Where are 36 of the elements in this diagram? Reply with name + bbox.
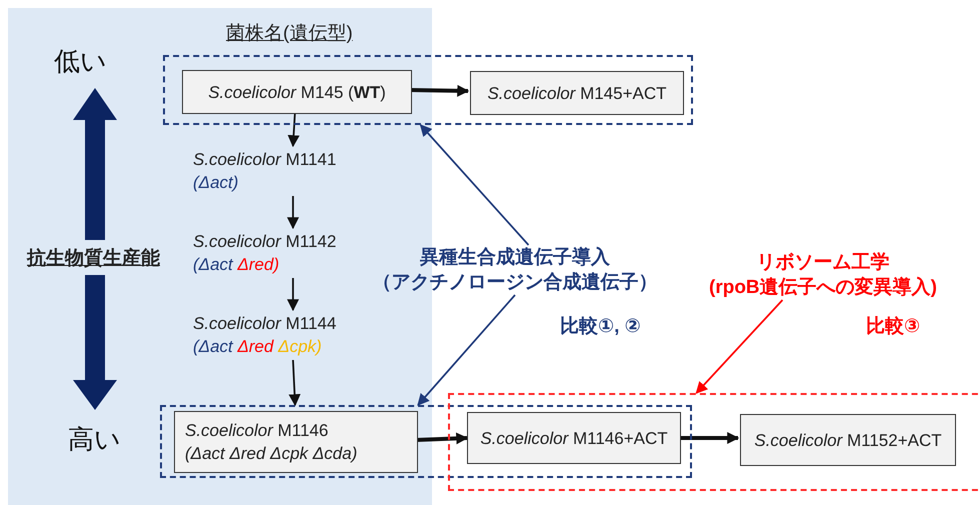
heading-label: 抗生物質生産能 — [27, 246, 160, 271]
strain-name: S.coelicolor M145+ACT — [486, 82, 668, 104]
strain-name: S.coelicolor M1146+ACT — [479, 428, 669, 450]
arrow — [696, 299, 784, 394]
arrow — [287, 278, 299, 312]
level-label: 高い — [68, 423, 121, 456]
level-label: 低い — [54, 45, 107, 78]
comparison-label: 比較③ — [866, 315, 920, 339]
strain-name: S.coelicolor M1141 — [193, 149, 338, 171]
arrow — [417, 294, 516, 406]
strain-box — [182, 70, 412, 114]
arrow — [287, 196, 299, 230]
genotype-text: (Δact Δred) — [193, 254, 280, 276]
strain-name: S.coelicolor M1142 — [193, 231, 338, 253]
genotype-text: (Δact Δred Δcpk) — [193, 336, 323, 358]
dashed-group-frame — [163, 55, 693, 125]
arrow — [288, 112, 300, 148]
strain-name: S.coelicolor M145 (WT) — [207, 82, 387, 104]
strain-box — [470, 71, 684, 115]
arrow — [420, 124, 530, 246]
annotation-line: （アクチノロージン合成遺伝子） — [372, 271, 658, 295]
comparison-label: 比較①, ② — [560, 315, 641, 339]
heading-label: 菌株名(遺伝型) — [226, 22, 353, 46]
arrow — [288, 360, 301, 406]
arrow — [681, 432, 740, 444]
strain-name: S.coelicolor M1144 — [193, 313, 338, 335]
strain-box — [467, 412, 681, 464]
strain-name: S.coelicolor M1152+ACT — [753, 430, 943, 452]
annotation-line: 異種生合成遺伝子導入 — [420, 246, 610, 270]
strain-box — [174, 411, 418, 473]
annotation-line: リボソーム工学 — [756, 251, 890, 275]
strain-box — [740, 414, 956, 466]
genotype-text: (Δact) — [193, 172, 240, 194]
annotation-line: (rpoB遺伝子への変異導入) — [709, 276, 937, 300]
strain-name: S.coelicolor M1146 — [185, 420, 330, 442]
genotype-text: (Δact Δred Δcpk Δcda) — [185, 443, 358, 465]
